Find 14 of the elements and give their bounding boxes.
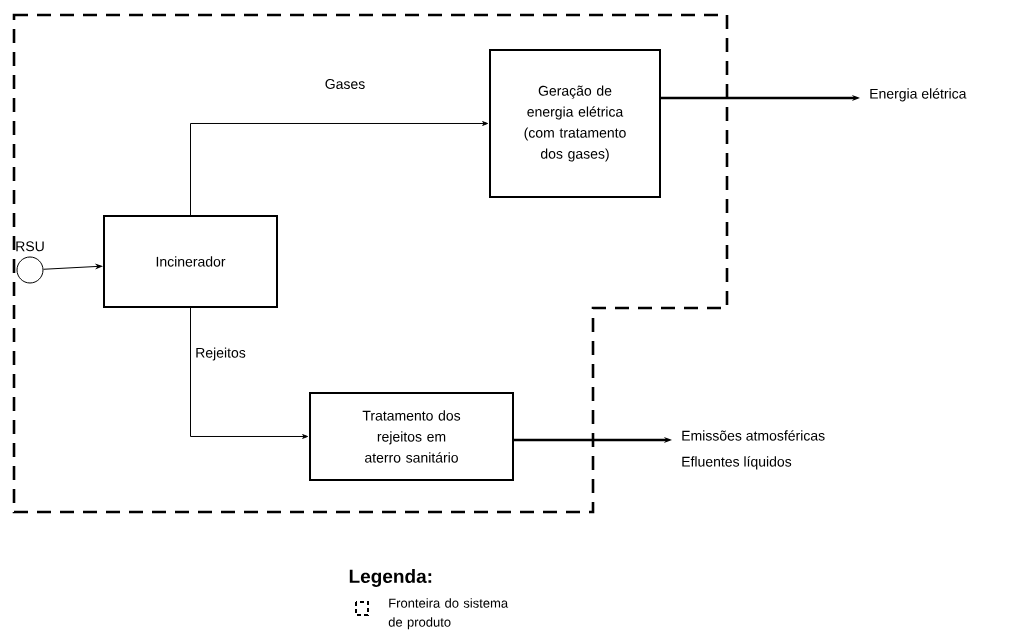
arrow	[190, 307, 309, 439]
output-text: Energia elétrica	[870, 88, 967, 102]
arrow	[190, 121, 489, 216]
source-label: RSU	[16, 241, 44, 252]
edge-label: Gases	[323, 78, 367, 90]
source-circle	[16, 256, 44, 284]
process-box: Geração de energia elétrica (com tratamento dos gases)	[489, 49, 661, 198]
process-box: Incinerador	[103, 215, 278, 308]
legend-text: Fronteira do sistema de produto	[388, 598, 509, 630]
arrow	[43, 264, 103, 270]
process-box: Tratamento dos rejeitos em aterro sanitário	[309, 392, 514, 481]
output-text: Emissões atmosféricas Efluentes líquidos	[682, 430, 825, 470]
legend-heading: Legenda:	[349, 569, 432, 587]
edge-label: Rejeitos	[194, 346, 247, 362]
